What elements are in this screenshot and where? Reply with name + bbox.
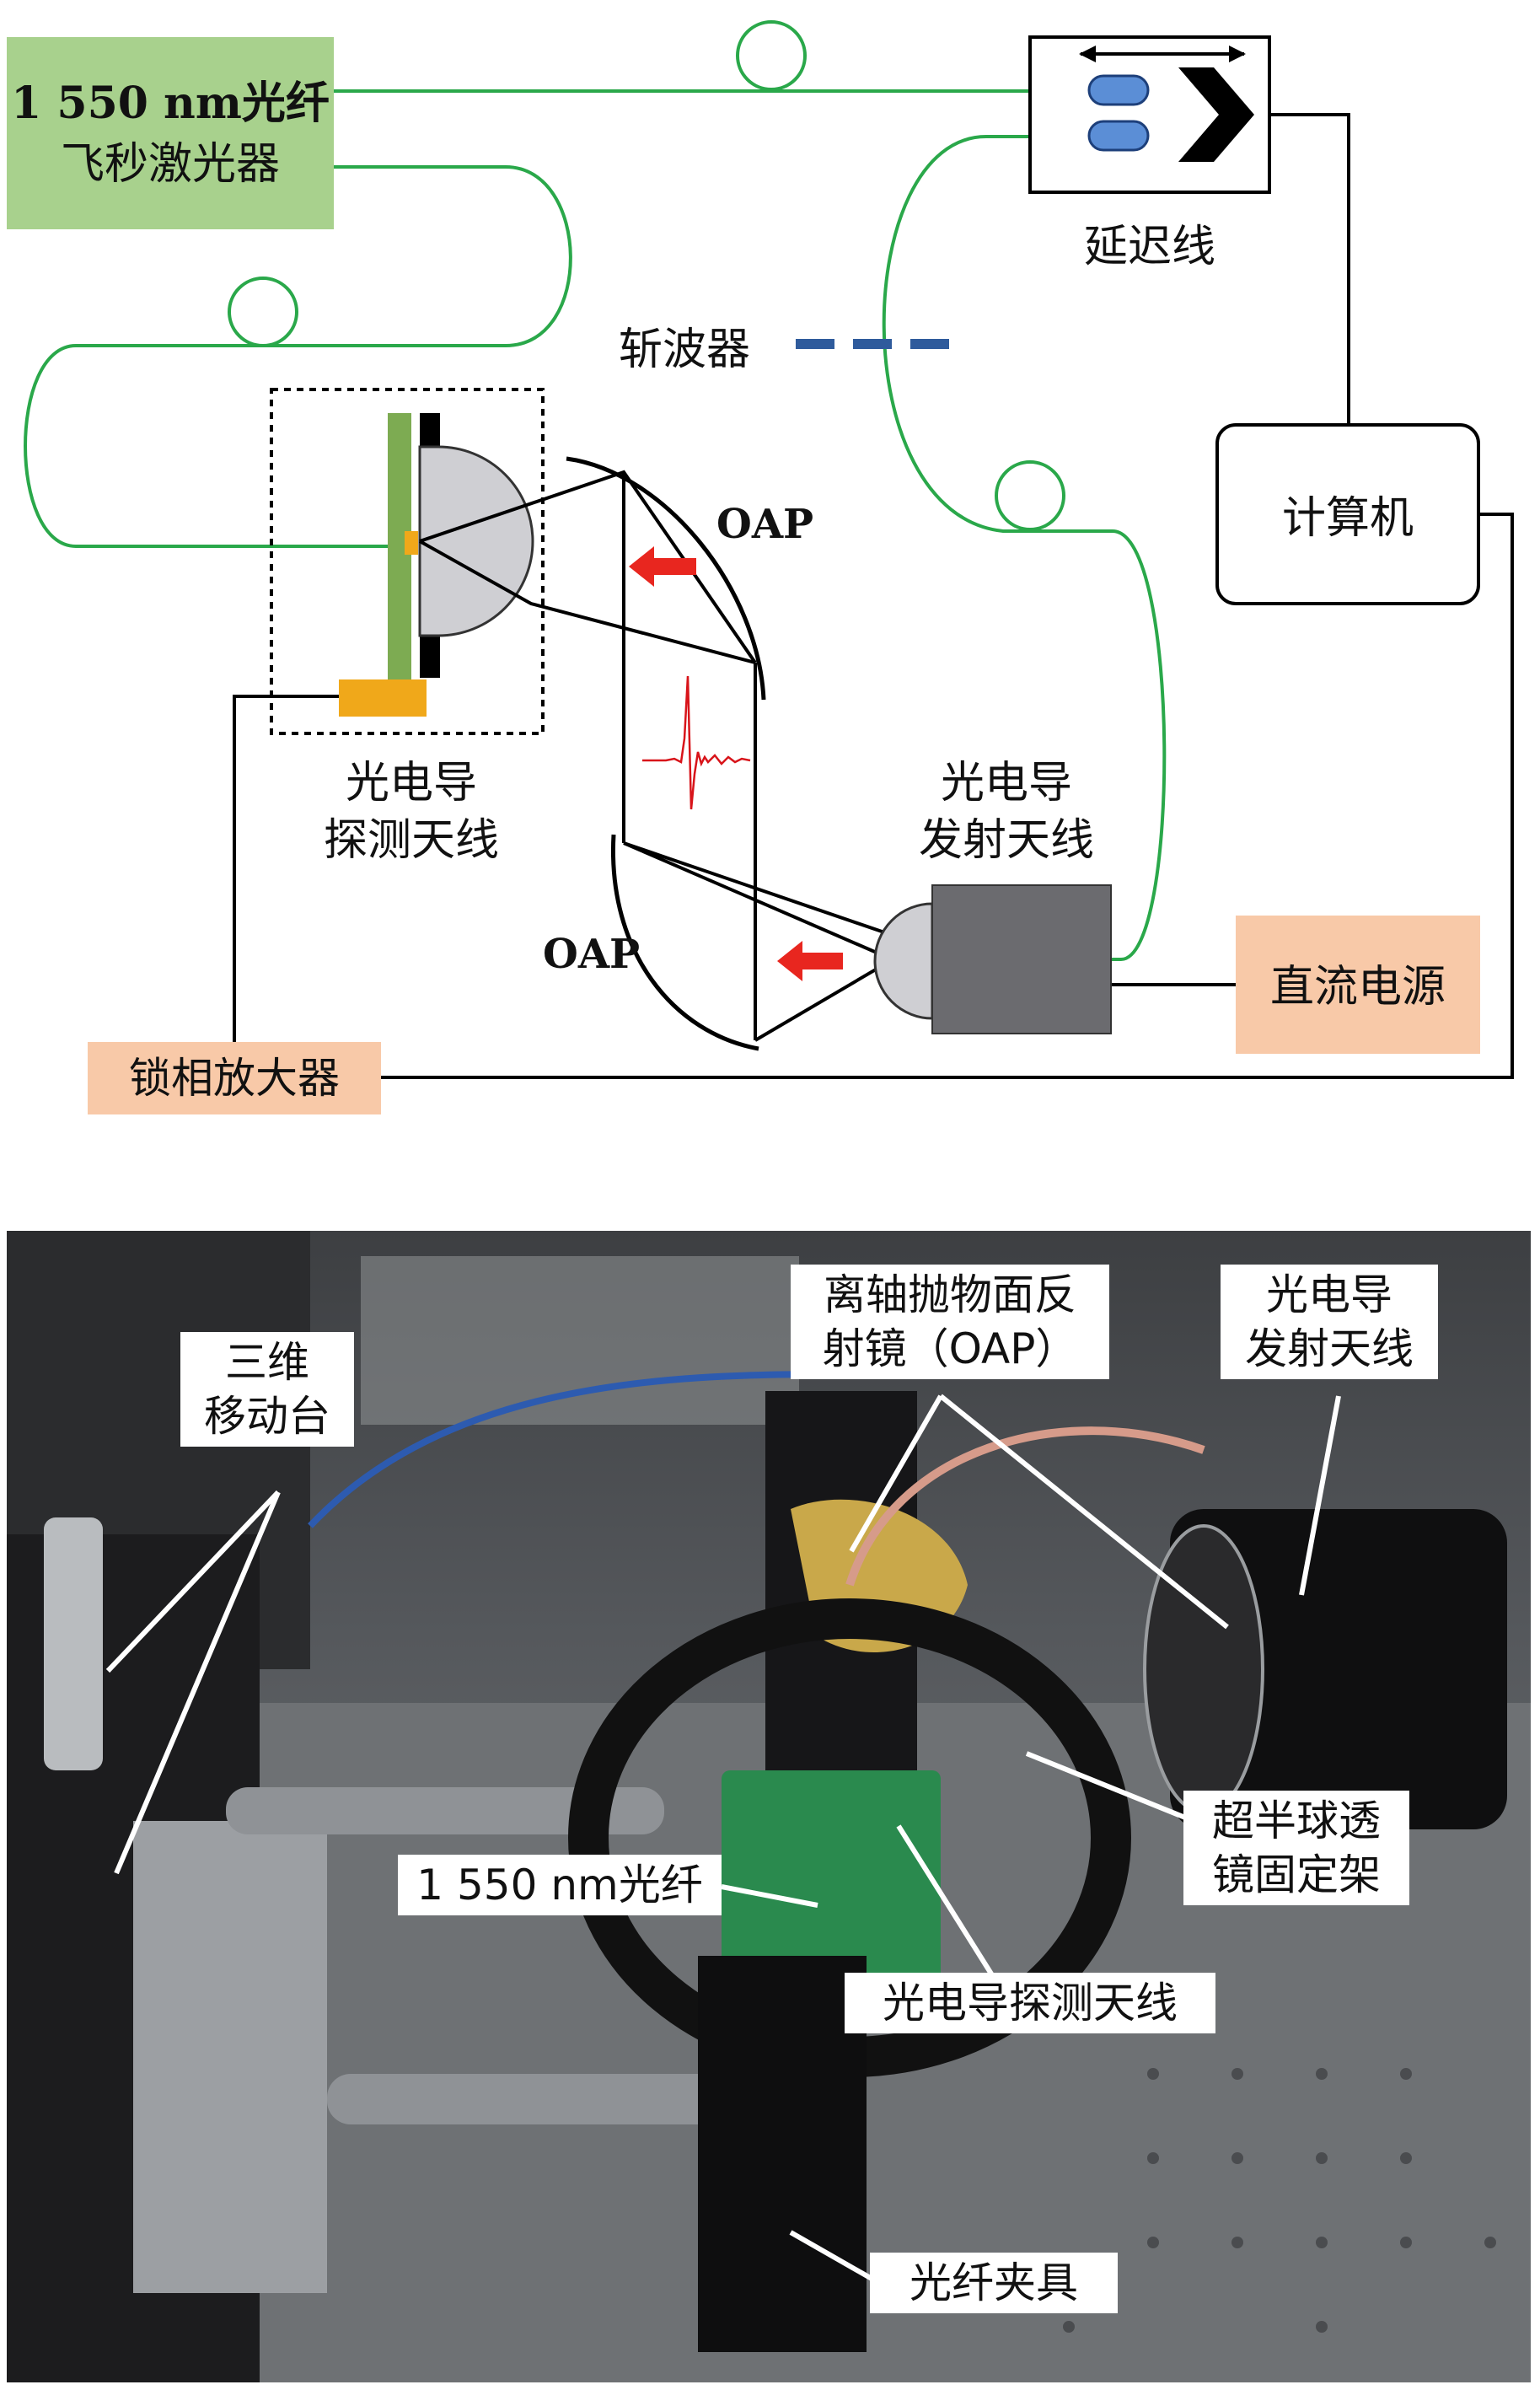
stage-micrometer [44, 1517, 103, 1770]
wire-delay-to-computer [1269, 113, 1350, 425]
dc-power-label: 直流电源 [1270, 962, 1446, 1012]
collimator-bottom [1087, 120, 1150, 152]
beam-emit-lower [623, 841, 923, 1042]
laser-label-line1: 1 550 nm光纤 [11, 78, 330, 129]
emitter-body [931, 884, 1112, 1034]
detector-hemisphere-lens [418, 445, 534, 637]
thz-direction-arrow-top [629, 546, 696, 587]
callout-oap: 离轴抛物面反 射镜（OAP） [791, 1265, 1109, 1379]
emitter-hemisphere-lens [873, 902, 934, 1020]
callout-detector: 光电导探测天线 [845, 1973, 1215, 2033]
stage-plate [133, 1821, 327, 2293]
chopper-label: 斩波器 [619, 325, 750, 375]
computer-label: 计算机 [1282, 493, 1414, 544]
detector-antenna-pad [405, 531, 418, 555]
detector-label-line1: 光电导 [346, 758, 477, 808]
beam-focus-lower [419, 540, 756, 664]
thz-direction-arrow-bottom [777, 941, 843, 981]
wire-computer-to-lockin [381, 513, 1514, 1079]
detector-holder-bottom [420, 634, 440, 678]
callout-lens-mount: 超半球透 镜固定架 [1183, 1791, 1409, 1905]
post-rod-lower [327, 2074, 765, 2124]
background-paper [361, 1256, 799, 1425]
detector-pcb [722, 1770, 941, 1998]
fiber-to-detector [24, 165, 572, 548]
dc-power-box [1236, 916, 1480, 1054]
detector-label-line2: 探测天线 [324, 815, 499, 866]
fiber-loop-left [228, 277, 298, 347]
oap-top-label: OAP [716, 501, 813, 548]
callout-clamp: 光纤夹具 [870, 2253, 1118, 2313]
collimator-top [1087, 74, 1150, 106]
blue-fiber-cable [308, 1371, 834, 1528]
fiber-loop-top [736, 20, 807, 91]
oap-mirror-bottom [610, 834, 759, 1051]
fiber-clamp [698, 1956, 867, 2352]
post-rod-upper [226, 1787, 664, 1834]
laser-label-line2: 飞秒激光器 [61, 139, 280, 190]
setup-photo: 三维 移动台 离轴抛物面反 射镜（OAP） 光电导 发射天线 1 550 nm光… [7, 1231, 1531, 2382]
lockin-box [88, 1042, 381, 1114]
callout-emitter: 光电导 发射天线 [1221, 1265, 1438, 1379]
electrical-wires [233, 113, 1514, 1079]
detector-contact-pad [339, 679, 427, 717]
callout-fiber: 1 550 nm光纤 [398, 1855, 722, 1915]
oap-mirror-top [566, 456, 766, 701]
thz-system-schematic: 1 550 nm光纤 飞秒激光器 延迟线 斩波器 计算机 [7, 20, 1514, 1114]
emitter-label-line1: 光电导 [941, 758, 1072, 808]
oap-bottom-label: OAP [543, 931, 640, 978]
thz-beam [419, 470, 923, 1042]
emitter-label-line2: 发射天线 [919, 815, 1094, 866]
fiber-delay-to-emitter [882, 135, 1167, 961]
thz-pulse-waveform [642, 675, 751, 810]
lockin-label: 锁相放大器 [129, 1054, 340, 1103]
beam-emit-upper [623, 841, 877, 954]
laser-box [7, 37, 334, 229]
delay-line-label: 延迟线 [1084, 222, 1215, 272]
detector-dashed-frame [270, 388, 545, 735]
optical-fibers [24, 20, 1167, 961]
detector-holder-top [420, 413, 440, 447]
emitter-tube-aperture [1143, 1524, 1264, 1814]
callout-3d-stage: 三维 移动台 [180, 1332, 354, 1447]
fiber-loop-right [995, 460, 1065, 531]
retroreflector-icon [1178, 67, 1254, 162]
table-holes [1063, 2068, 1496, 2333]
wire-detector-to-lockin [233, 695, 339, 1042]
